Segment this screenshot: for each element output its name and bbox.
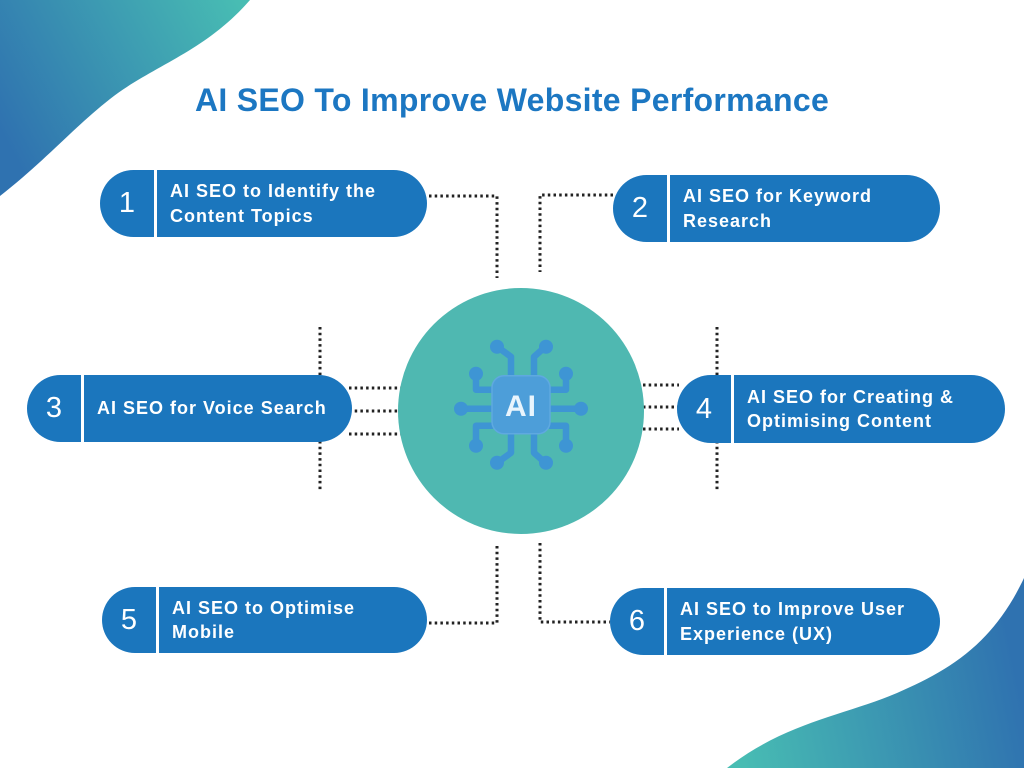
step-label: AI SEO for Creating & Optimising Content xyxy=(747,386,955,431)
connector-step-5 xyxy=(429,545,499,625)
step-label: AI SEO for Voice Search xyxy=(97,398,327,419)
step-pill-4: 4 AI SEO for Creating & Optimising Conte… xyxy=(677,375,1005,443)
ai-chip-label: AI xyxy=(505,390,537,423)
pill-divider xyxy=(667,175,670,242)
page-title: AI SEO To Improve Website Performance xyxy=(194,82,830,118)
step-pill-3: 3 AI SEO for Voice Search xyxy=(27,375,352,442)
step-number: 1 xyxy=(118,187,136,219)
connector-step-2 xyxy=(538,193,613,272)
connector-step-1 xyxy=(429,194,499,278)
step-pill-1: 1 AI SEO to Identify the Content Topics xyxy=(100,170,427,237)
pill-divider xyxy=(156,587,159,653)
step-number: 4 xyxy=(695,392,713,425)
connector-step-6 xyxy=(538,543,610,624)
pill-divider xyxy=(731,375,734,443)
ai-chip-icon: AI xyxy=(454,339,588,470)
step-label: AI SEO to Improve User Experience (UX) xyxy=(680,599,906,644)
step-pill-5: 5 AI SEO to Optimise Mobile xyxy=(102,587,427,653)
step-label: AI SEO to Optimise Mobile xyxy=(172,597,356,642)
central-circle: AI xyxy=(398,288,644,534)
pill-divider xyxy=(81,375,84,442)
step-label: AI SEO for Keyword Research xyxy=(683,186,873,231)
step-number: 2 xyxy=(631,192,649,224)
step-number: 5 xyxy=(120,603,138,636)
pill-divider xyxy=(154,170,157,237)
step-pill-2: 2 AI SEO for Keyword Research xyxy=(613,175,940,242)
step-label: AI SEO to Identify the Content Topics xyxy=(170,181,377,226)
pill-divider xyxy=(664,588,667,655)
step-number: 6 xyxy=(628,605,646,637)
step-number: 3 xyxy=(45,392,63,424)
step-pill-6: 6 AI SEO to Improve User Experience (UX) xyxy=(610,588,940,655)
